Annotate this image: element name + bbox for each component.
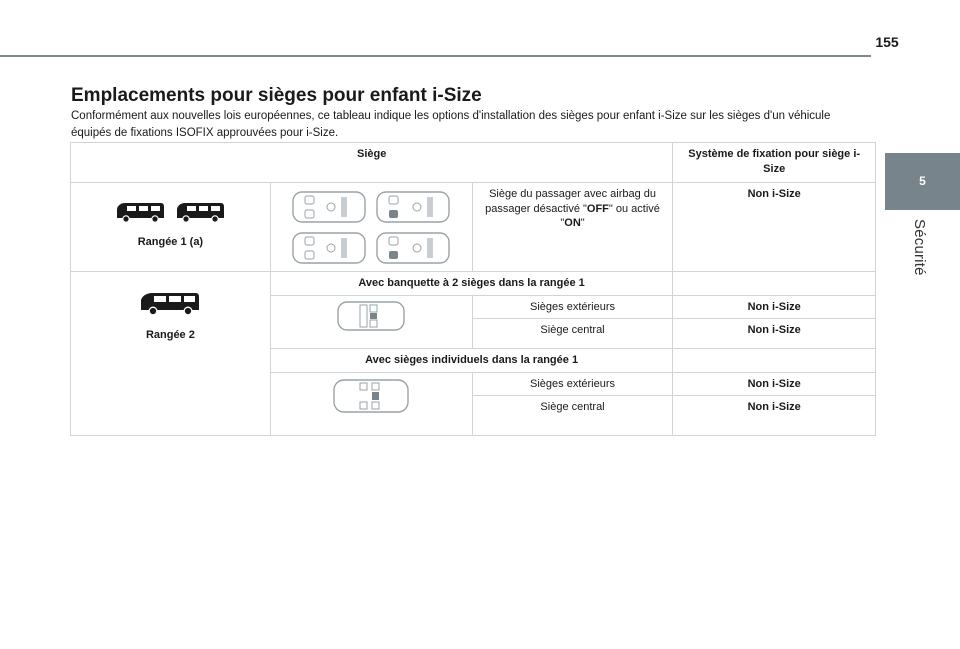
row2-label: Rangée 2 xyxy=(145,329,195,341)
row2-a-outer-value: Non i-Size xyxy=(672,294,876,319)
header-system: Système de fixation pour siège i-Size xyxy=(672,142,876,183)
seat-layout-icon xyxy=(376,191,450,223)
row2-a-outer: Sièges extérieurs xyxy=(471,294,674,319)
row1-desc-on: ON xyxy=(564,217,581,229)
isize-table: Siège Système de fixation pour siège i-S… xyxy=(69,142,876,436)
page-number: 155 xyxy=(875,34,899,50)
table-row: Sièges extérieurs Non i-Size xyxy=(71,371,876,436)
row1-label: Rangée 1 (a) xyxy=(137,236,204,248)
row2-b-center-value: Non i-Size xyxy=(672,395,876,436)
table-row: Siège central Non i-Size xyxy=(71,395,876,436)
intro-text: Conformément aux nouvelles lois européen… xyxy=(71,110,831,139)
van-icon xyxy=(177,203,225,223)
row2-a-center-value: Non i-Size xyxy=(672,318,876,349)
row1-desc-off: OFF xyxy=(586,202,609,215)
van-icon xyxy=(117,203,165,223)
chapter-label: Sécurité xyxy=(911,219,928,276)
seat-layout-icon xyxy=(292,191,366,223)
chapter-tab[interactable]: 5 xyxy=(885,153,960,210)
seat-layout-icon xyxy=(376,232,450,264)
row2-b-layout xyxy=(269,371,473,436)
row1-value: Non i-Size xyxy=(672,182,876,272)
table-row: Siège central Non i-Size xyxy=(71,318,876,349)
seat-layout-icon xyxy=(337,300,405,331)
row1-desc-post: " xyxy=(580,217,585,229)
table-row: Sièges extérieurs Non i-Size xyxy=(71,294,876,349)
row2-section-b-blank xyxy=(672,348,876,373)
row2-section-a: Avec banquette à 2 sièges dans la rangée… xyxy=(269,271,674,296)
row1-desc-pre: Siège du passager avec airbag du passage… xyxy=(485,188,657,215)
table-header-row: Siège Système de fixation pour siège i-S… xyxy=(69,142,876,183)
table-row: Rangée 1 (a) xyxy=(70,182,876,272)
row1-description: Siège du passager avec airbag du passage… xyxy=(471,182,674,272)
header-rule xyxy=(0,55,871,57)
chapter-number: 5 xyxy=(919,174,926,188)
page-title: Emplacements pour sièges pour enfant i-S… xyxy=(71,85,482,106)
row1-layout-cell xyxy=(269,182,473,272)
row2-section-a-blank xyxy=(672,271,876,296)
header-seat: Siège xyxy=(69,142,674,183)
table-row: Rangée 2 Avec banquette à 2 sièges dans … xyxy=(70,271,876,436)
row2-seat-cell: Rangée 2 xyxy=(70,271,271,436)
seat-layout-icon xyxy=(333,378,409,413)
row2-a-center: Siège central xyxy=(471,318,674,349)
row2-b-outer-value: Non i-Size xyxy=(672,371,876,396)
row1-seat-cell: Rangée 1 (a) xyxy=(70,182,271,272)
table-row: Avec sièges individuels dans la rangée 1 xyxy=(71,348,876,373)
row1-desc-mid: " ou activé " xyxy=(560,202,660,230)
chapter-label-box: Sécurité xyxy=(889,215,953,285)
row2-section-b: Avec sièges individuels dans la rangée 1 xyxy=(269,348,674,373)
row2-a-layout xyxy=(269,294,473,349)
row2-b-outer: Sièges extérieurs xyxy=(471,371,674,396)
van-icon xyxy=(141,293,200,316)
row2-b-center: Siège central xyxy=(471,395,674,436)
seat-layout-icon xyxy=(292,232,366,264)
